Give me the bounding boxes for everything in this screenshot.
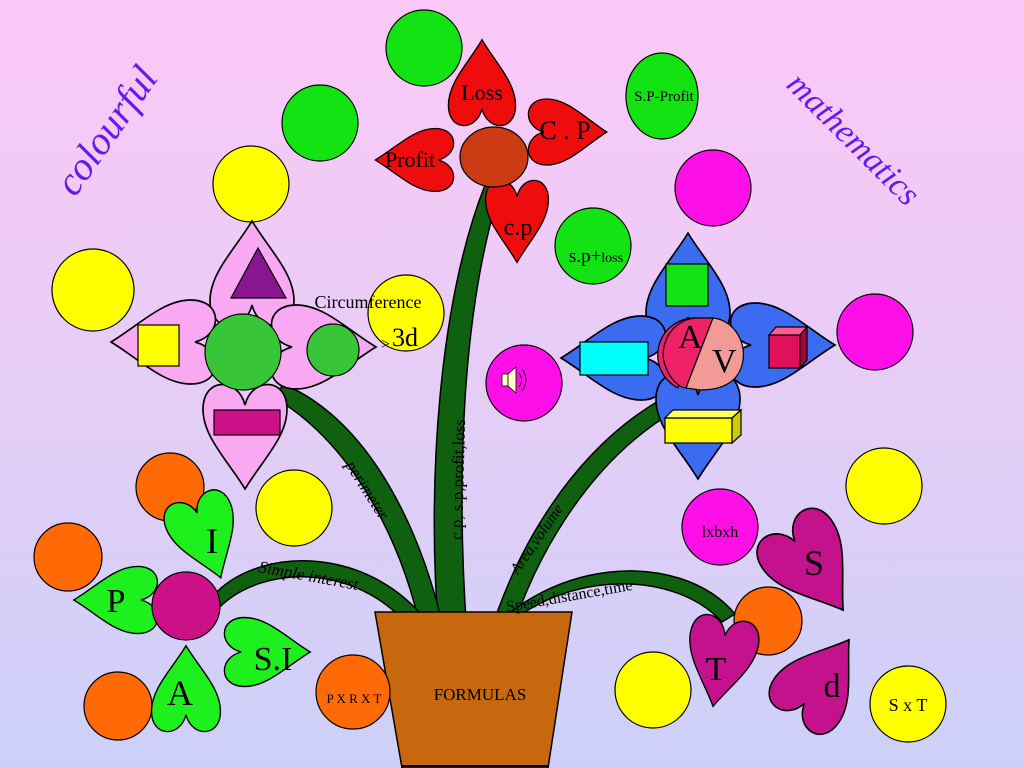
rectangle-shape xyxy=(579,341,649,376)
petal-label-p: P xyxy=(107,583,126,620)
stems xyxy=(211,184,737,657)
leaf-circle xyxy=(385,9,463,87)
profit-loss-flower xyxy=(281,9,699,285)
rectangle-shape xyxy=(213,409,281,436)
leaf-circle xyxy=(625,52,699,140)
petal-label-si: S.I xyxy=(254,641,293,678)
leaf-circle xyxy=(315,654,391,730)
pot-label: FORMULAS xyxy=(434,685,527,704)
petal-label-a: A xyxy=(167,673,193,713)
pot-body xyxy=(374,611,573,768)
speed-distance-time-flower xyxy=(614,447,947,743)
cuboid-shape xyxy=(663,408,743,445)
simple-interest-flower xyxy=(33,452,391,741)
area-volume-flower xyxy=(485,149,914,566)
leaf-circle xyxy=(614,651,692,729)
leaf-circle xyxy=(836,293,914,371)
petal-label-i: I xyxy=(206,521,218,561)
leaf-circle xyxy=(869,665,947,743)
stem-center xyxy=(433,184,501,651)
leaf-circle xyxy=(681,488,759,566)
leaf-circle xyxy=(33,522,103,592)
decor-word-mathematics: mathematics xyxy=(779,65,927,213)
leaf-label-lxbxh: lxbxh xyxy=(702,524,738,541)
flower-pot: FORMULAS xyxy=(374,611,573,768)
leaf-label-pxrxt: P X R X T xyxy=(327,691,382,706)
leaf-circle xyxy=(554,207,632,285)
leaf-circle xyxy=(255,469,333,547)
speaker-icon[interactable] xyxy=(501,366,527,394)
petal-label-s: S xyxy=(804,543,824,583)
leaf-circle xyxy=(485,344,563,422)
petal-label-d: d xyxy=(824,668,841,705)
petal-label-loss: Loss xyxy=(461,80,503,105)
leaf-circle xyxy=(845,447,923,525)
cube-shape xyxy=(767,325,809,370)
leaf-circle xyxy=(281,84,359,162)
center-half-a-fill xyxy=(662,317,714,389)
leaf-circle xyxy=(367,274,445,352)
petal-label-profit: Profit xyxy=(385,147,435,172)
center-half-v xyxy=(685,317,744,391)
square-shape xyxy=(137,324,180,367)
petal-label-cp: C . P xyxy=(539,116,590,145)
leaf-label-sxt: S x T xyxy=(889,695,928,715)
center-label-v: V xyxy=(712,343,737,380)
leaf-circle xyxy=(674,149,752,227)
center-label-a: A xyxy=(678,319,703,356)
perimeter-flower xyxy=(51,145,445,547)
petal-bottom xyxy=(202,383,288,490)
petal-label-cp-lower: c.p xyxy=(504,215,533,241)
label-circumference: Circumference xyxy=(315,292,422,312)
flower-center xyxy=(459,126,529,188)
flower-center xyxy=(151,571,221,641)
stem-label-cp-text: c.p, s.p,profit,loss xyxy=(447,419,469,540)
square-shape xyxy=(665,263,709,307)
leaf-circle xyxy=(51,248,135,332)
leaf-label-sp-profit: S.P-Profit xyxy=(634,89,694,105)
stem-label-cp: c.p, s.p,profit,loss xyxy=(447,419,469,540)
circle-shape xyxy=(306,323,360,377)
arrow-label: > xyxy=(381,336,390,353)
decor-word-colourful: colourful xyxy=(46,57,167,203)
leaf-circle xyxy=(212,145,290,223)
flower-center xyxy=(204,313,282,391)
label-3d: 3d xyxy=(392,323,418,352)
petal-label-t: T xyxy=(706,651,727,688)
leaf-label-sp-loss: s.p+loss xyxy=(569,246,623,267)
triangle-shape xyxy=(229,246,288,299)
leaf-circle xyxy=(83,671,153,741)
